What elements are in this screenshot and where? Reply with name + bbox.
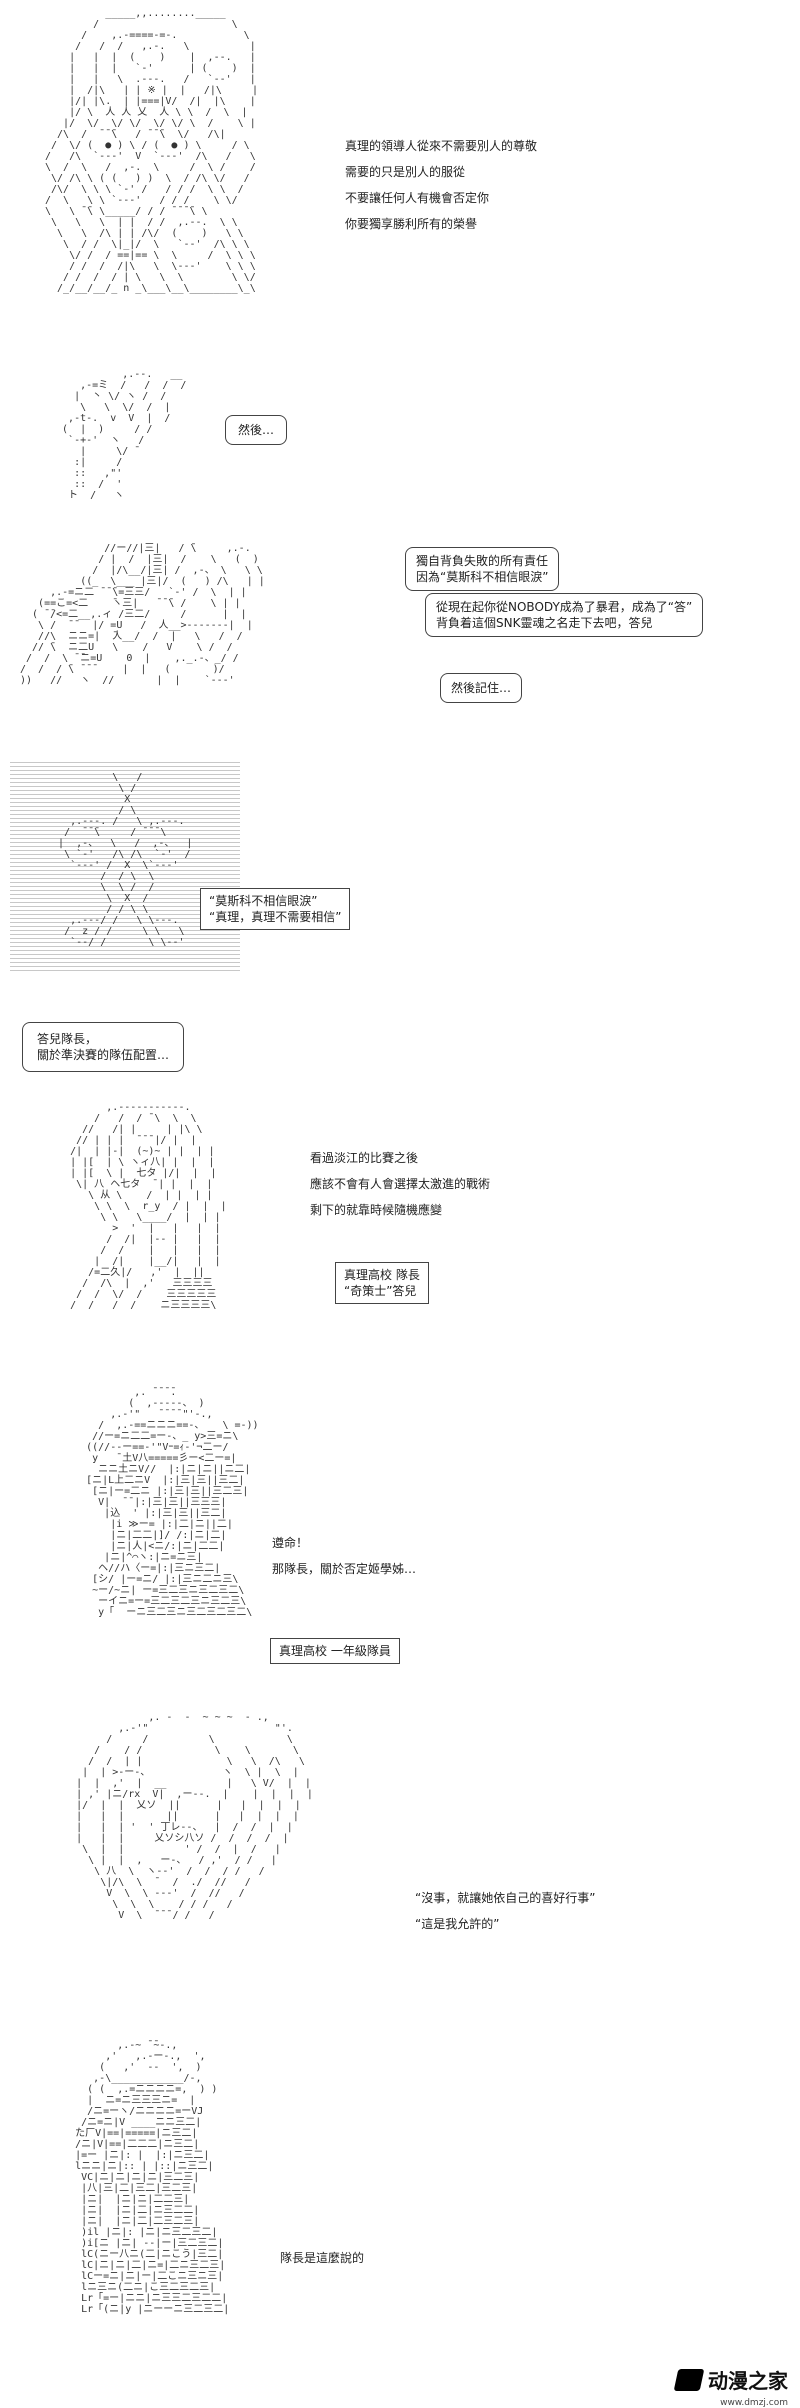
panel-1-text: 真理的領導人從來不需要別人的尊敬 需要的只是別人的服從 不要讓任何人有機會否定你…	[345, 138, 537, 242]
dialogue-text: 然後…	[238, 423, 275, 437]
dialogue-line: 那隊長，關於否定姬學姊…	[272, 1562, 417, 1576]
panel-1: _____,,........_____ / \ / ,.-====-=-. \…	[0, 0, 800, 350]
narration-line: 你要獨享勝利所有的榮譽	[345, 217, 478, 231]
dialogue-line: 應該不會有人會選擇太激進的戰術	[310, 1177, 491, 1191]
dialogue-line: 遵命！	[272, 1536, 309, 1550]
caption-text: 真理高校 一年級隊員	[279, 1644, 391, 1658]
dialogue-line: 剩下的就靠時候隨機應變	[310, 1203, 443, 1217]
dialogue-text: 關於準決賽的隊伍配置…	[37, 1048, 170, 1062]
ascii-art-reporting-member: ,.-~ ̄ ̄~-., ,' ,.-ー-., ', ( ,' -- ', ) …	[75, 2040, 230, 2315]
panel-7: ,. ̄ ̄ ̄ ̄. ( ,-----、 ) ,.-'" ̄ ̄ ̄ ̄ "'…	[0, 1385, 800, 1695]
panel-5: 答兒隊長， 關於準決賽的隊伍配置…	[0, 1010, 800, 1090]
dialogue-bubble-responsibility: 獨自背負失敗的所有責任 因為“莫斯科不相信眼淚”	[405, 547, 560, 591]
narration-line: 需要的只是別人的服從	[345, 165, 466, 179]
dialogue-line: 隊長是這麼說的	[280, 2251, 365, 2265]
dialogue-text: 答兒隊長，	[37, 1032, 98, 1046]
dialogue-text: 因為“莫斯科不相信眼淚”	[416, 570, 549, 584]
shaded-background	[10, 762, 240, 972]
ascii-art-cross-emblem: \ / \ / X / \ ,.---. / \ ,.---. / ̄ ̄ ̄\…	[58, 772, 193, 948]
panel-9-text: 隊長是這麼說的	[280, 2250, 364, 2276]
caption-text: “真理，真理不需要相信”	[209, 910, 342, 924]
panel-6-text: 看過淡江的比賽之後 應該不會有人會選擇太激進的戰術 剩下的就靠時候隨機應變	[310, 1150, 490, 1228]
caption-title: 真理高校 隊長	[344, 1268, 420, 1282]
caption-text: “莫斯科不相信眼淚”	[209, 894, 318, 908]
narration-line: 真理的領導人從來不需要別人的尊敬	[345, 139, 538, 153]
character-caption: 真理高校 一年級隊員	[270, 1638, 400, 1664]
dialogue-text: 從現在起你從NOBODY成為了暴君，成為了“答”	[436, 600, 693, 614]
ascii-art-handshake: //ー//|三| / ̄\ ,.-. / | / |三| / \ ( ) / |…	[20, 543, 265, 686]
dialogue-text: 背負着這個SNK靈魂之名走下去吧，答兒	[436, 616, 653, 630]
panel-4: \ / \ / X / \ ,.---. / \ ,.---. / ̄ ̄ ̄\…	[0, 760, 800, 990]
ascii-art-girl-portrait: _____,,........_____ / \ / ,.-====-=-. \…	[45, 8, 259, 294]
site-watermark: 动漫之家	[673, 2365, 788, 2394]
caption-subtitle: “奇策士”答兒	[344, 1284, 417, 1298]
panel-7-text: 遵命！ 那隊長，關於否定姬學姊…	[272, 1535, 416, 1587]
dialogue-line: 看過淡江的比賽之後	[310, 1151, 419, 1165]
ascii-art-captain-face: ,. - - ~ ~ ~ - ., ,.-'" "'. / / \ \ / / …	[76, 1712, 313, 1921]
watermark-url: www.dmzj.com	[720, 2398, 788, 2408]
dialogue-line: “沒事，就讓她依自己的喜好行事”	[415, 1891, 596, 1905]
panel-3: //ー//|三| / ̄\ ,.-. / | / |三| / \ ( ) / |…	[0, 535, 800, 740]
watermark-logo-icon	[673, 2368, 705, 2391]
ascii-art-first-year-member: ,. ̄ ̄ ̄ ̄. ( ,-----、 ) ,.-'" ̄ ̄ ̄ ̄ "'…	[86, 1387, 259, 1618]
ascii-art-hand-gesture: ,.--. __ ,-=ミ / / / / | 丶 \/ ヽ / / \ \ \…	[62, 369, 187, 501]
panel-8: ,. - - ~ ~ ~ - ., ,.-'" "'. / / \ \ / / …	[0, 1710, 800, 2035]
panel-9: ,.-~ ̄ ̄~-., ,' ,.-ー-., ', ( ,' -- ', ) …	[0, 2040, 800, 2408]
watermark-name: 动漫之家	[708, 2369, 788, 2393]
character-caption: 真理高校 隊長 “奇策士”答兒	[335, 1262, 429, 1304]
dialogue-bubble-remember: 然後記住…	[440, 673, 523, 703]
panel-2: ,.--. __ ,-=ミ / / / / | 丶 \/ ヽ / / \ \ \…	[0, 355, 800, 525]
panel-8-text: “沒事，就讓她依自己的喜好行事” “這是我允許的”	[415, 1890, 595, 1942]
dialogue-bubble: 答兒隊長， 關於準決賽的隊伍配置…	[22, 1022, 185, 1072]
dialogue-text: 然後記住…	[451, 681, 512, 695]
dialogue-bubble: 然後…	[225, 415, 288, 445]
dialogue-bubble-tyrant: 從現在起你從NOBODY成為了暴君，成為了“答” 背負着這個SNK靈魂之名走下去…	[425, 593, 704, 637]
ascii-art-captain-dasha: ,.-----------. / / / ̄ \ \ \ // /| | | |…	[70, 1102, 227, 1311]
narration-line: 不要讓任何人有機會否定你	[345, 191, 490, 205]
dialogue-line: “這是我允許的”	[415, 1917, 500, 1931]
caption-box: “莫斯科不相信眼淚” “真理，真理不需要相信”	[200, 888, 351, 930]
dialogue-text: 獨自背負失敗的所有責任	[416, 554, 549, 568]
panel-6: ,.-----------. / / / ̄ \ \ \ // /| | | |…	[0, 1100, 800, 1370]
